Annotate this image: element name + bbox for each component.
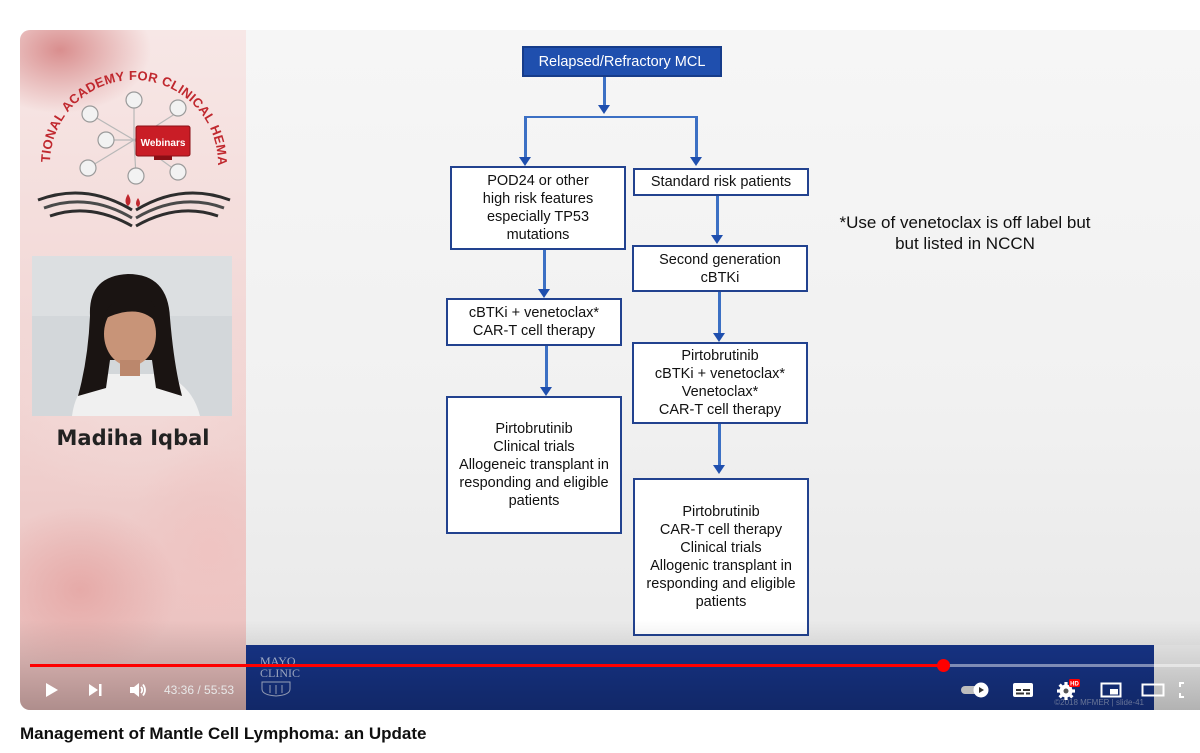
theater-mode-icon [1141,683,1165,697]
settings-button[interactable]: HD [1052,675,1084,705]
next-button[interactable] [80,675,110,705]
arrow-icon [711,235,723,244]
arrow-icon [540,387,552,396]
text-line: especially TP53 [486,209,590,225]
miniplayer-button[interactable] [1096,675,1126,705]
connector [543,250,546,290]
connector [524,116,697,118]
speaker-webcam [32,256,232,416]
hd-badge: HD [1070,682,1079,688]
volume-icon [130,683,146,697]
mayo-footer-bar: MAYO CLINIC ©2018 MFMER | slide-41 [246,645,1154,710]
text-line: patients [508,493,560,509]
subtitles-button[interactable] [1008,675,1038,705]
mayo-shield-icon [261,681,291,697]
text-line: cBTKi + venetoclax* [654,366,786,382]
connector [603,77,606,107]
connector [545,346,548,388]
arrow-icon [538,289,550,298]
subtitles-icon [1013,683,1033,697]
text-line: Clinical trials [493,439,575,455]
fullscreen-button[interactable] [1178,675,1200,705]
flow-box-high-risk: POD24 or other high risk features especial… [450,166,626,250]
text-line: CAR-T cell therapy [472,323,596,339]
arrow-icon [713,465,725,474]
text-line: Pirtobrutinib [681,348,759,364]
autoplay-toggle-icon [961,682,989,698]
arrow-icon [690,157,702,166]
progress-played [30,664,943,667]
arrow-icon [519,157,531,166]
slide-copyright: ©2018 MFMER | slide-41 [1054,698,1144,707]
play-button[interactable] [36,675,66,705]
text-line: responding and eligible [459,475,609,491]
time-separator: / [194,683,205,697]
text-line: mutations [506,227,570,243]
autoplay-toggle[interactable] [958,675,994,705]
text-line: Venetoclax* [681,384,759,400]
arrow-icon [598,105,610,114]
text-line: CAR-T cell therapy [659,522,783,538]
play-icon [46,683,58,697]
text-line: POD24 or other [487,173,589,189]
flow-box-start-label: Relapsed/Refractory MCL [538,53,706,70]
text-line: but listed in NCCN [895,234,1035,253]
next-icon [89,684,102,696]
venetoclax-note: *Use of venetoclax is off label but but l… [820,212,1110,254]
flow-box-standard-risk: Standard risk patients [633,168,809,196]
player-controls: 43:36 / 55:53 [20,675,1200,705]
video-player[interactable]: INTERNATIONAL ACADEMY FOR CLINICAL HEMAT… [20,30,1200,710]
text-line: Allogeneic transplant in [459,457,609,473]
fullscreen-icon [1179,682,1184,698]
video-title[interactable]: Management of Mantle Cell Lymphoma: an U… [20,724,427,743]
text-line: cBTKi [700,269,740,286]
arrow-icon [713,333,725,342]
text-line: Second generation [659,251,781,268]
connector [716,196,719,236]
flow-box-pirtobrutinib-options: Pirtobrutinib cBTKi + venetoclax* Venetocl… [632,342,808,424]
text-line: CAR-T cell therapy [658,402,782,418]
progress-bar[interactable] [30,659,1200,672]
text-line: Clinical trials [680,540,762,556]
settings-icon: HD [1057,679,1080,700]
flow-box-cbtki-venetoclax: cBTKi + venetoclax* CAR-T cell therapy [446,298,622,346]
text-line: patients [695,594,747,610]
academy-logo: INTERNATIONAL ACADEMY FOR CLINICAL HEMAT… [28,42,231,228]
connector [695,116,698,158]
text-line: Standard risk patients [650,174,792,190]
text-line: *Use of venetoclax is off label but [839,213,1091,232]
text-line: Pirtobrutinib [495,421,573,437]
progress-scrubber[interactable] [936,659,950,672]
connector [524,116,527,158]
text-line: cBTKi + venetoclax* [468,305,600,321]
speaker-name: Madiha Iqbal [56,426,210,450]
connector [718,292,721,334]
volume-button[interactable] [122,675,154,705]
connector [718,424,721,466]
branding-panel: INTERNATIONAL ACADEMY FOR CLINICAL HEMAT… [20,30,246,710]
webinars-label: Webinars [141,138,186,149]
slide: Relapsed/Refractory MCL POD24 or other hi… [246,30,1200,645]
duration: 55:53 [204,683,235,697]
text-line: Allogenic transplant in [650,558,792,574]
text-line: Pirtobrutinib [682,504,760,520]
current-time: 43:36 [164,683,195,697]
theater-mode-button[interactable] [1138,675,1168,705]
miniplayer-icon [1100,682,1122,698]
text-line: high risk features [482,191,594,207]
mayo-logo-line-2: CLINIC [260,666,300,680]
time-display: 43:36 / 55:53 [164,683,234,697]
text-line: responding and eligible [646,576,796,592]
flow-box-start: Relapsed/Refractory MCL [522,46,722,77]
